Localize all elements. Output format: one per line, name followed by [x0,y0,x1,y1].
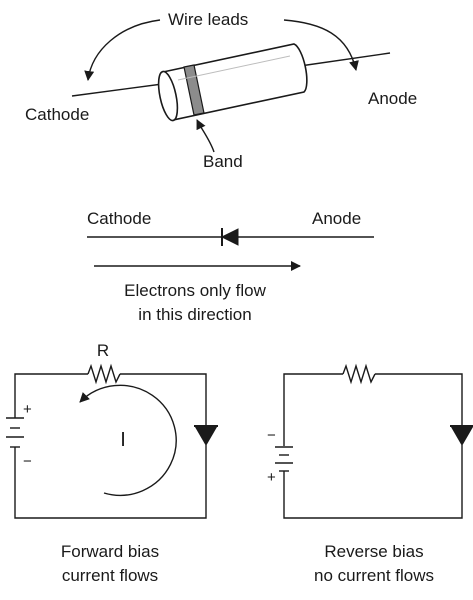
reverse-resistor [342,363,376,385]
anode-lead-wire [299,52,391,67]
reverse-wire-top-left [283,373,343,446]
current-label: I [120,429,126,451]
forward-wire-top-right [120,373,207,426]
forward-resistor [87,363,121,385]
band-arrow [196,119,215,153]
forward-bias-circuit: + − R I Forward bias current flows [6,341,218,585]
reverse-battery [275,446,293,482]
forward-battery [6,405,24,468]
resistor-label: R [97,341,109,360]
reverse-plus-sign: + [267,469,276,486]
diode-symbol: Cathode Anode Electrons only flow in thi… [87,209,374,324]
forward-plus-sign: + [23,401,32,418]
cathode-lead-wire [71,82,171,97]
cathode-label: Cathode [25,105,89,124]
diode-end-cap [157,70,179,122]
forward-caption-line2: current flows [62,566,158,585]
symbol-anode-label: Anode [312,209,361,228]
diode-component [71,43,391,122]
band-label: Band [203,152,243,171]
reverse-diode [450,425,473,446]
reverse-caption-line2: no current flows [314,566,434,585]
reverse-minus-sign: − [267,427,276,444]
symbol-cathode-label: Cathode [87,209,151,228]
electron-flow-text-line2: in this direction [138,305,251,324]
body-highlight [177,55,291,81]
forward-caption-line1: Forward bias [61,542,159,561]
reverse-wire-bottom [283,445,463,519]
forward-diode [194,425,218,446]
reverse-caption-line1: Reverse bias [324,542,423,561]
wire-leads-arrow-right [283,19,359,71]
current-arrow [79,384,177,497]
component-labels: Wire leads Cathode Anode Band [25,10,417,171]
anode-label: Anode [368,89,417,108]
forward-wire-top-left [14,373,88,405]
diode-body [159,43,308,121]
wire-leads-arrow-left [84,19,161,81]
forward-wire-bottom [14,445,207,519]
reverse-wire-top-right [375,373,463,426]
symbol-triangle [220,228,239,246]
forward-minus-sign: − [23,453,32,470]
reverse-bias-circuit: − + Reverse bias no current flows [267,363,473,585]
electron-flow-text-line1: Electrons only flow [124,281,266,300]
wire-leads-label: Wire leads [168,10,248,29]
